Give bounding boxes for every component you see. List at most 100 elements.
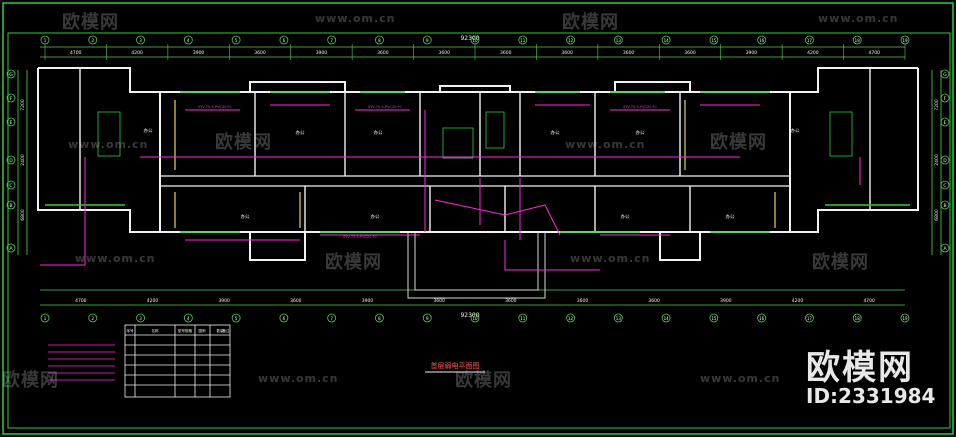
grid-bubble-bottom xyxy=(183,313,193,323)
bottom-dimension-label: 4700 xyxy=(863,298,875,304)
grid-number-top: 17 xyxy=(807,38,813,43)
grid-number-top: 12 xyxy=(568,38,574,43)
grid-number-top: 8 xyxy=(378,38,381,43)
grid-letter-left: D xyxy=(9,158,13,164)
legend-header: 名称 xyxy=(152,328,159,333)
legend-header: 型号规格 xyxy=(178,328,192,333)
room-label: 办公 xyxy=(371,213,380,220)
left-dimension-label: 2400 xyxy=(20,154,26,166)
grid-bubble-bottom xyxy=(709,313,719,323)
bottom-dimension-label: 3600 xyxy=(433,298,445,304)
grid-bubble-top xyxy=(852,35,862,45)
grid-bubble-bottom xyxy=(852,313,862,323)
grid-number-top: 6 xyxy=(283,38,286,43)
grid-bubble-bottom xyxy=(422,313,432,323)
grid-bubble-bottom xyxy=(40,313,50,323)
grid-number-top: 15 xyxy=(711,38,717,43)
grid-bubble-right xyxy=(940,200,950,210)
legend-table xyxy=(124,324,231,398)
grid-letter-left: G xyxy=(9,72,13,78)
room-labels: 办公办公办公办公办公办公办公办公办公办公 xyxy=(144,127,800,220)
room-label: 办公 xyxy=(296,129,305,136)
bottom-dimension-label: 3900 xyxy=(362,298,374,304)
grid-letter-left: C xyxy=(9,183,12,189)
cable-runs xyxy=(40,104,861,271)
grid-number-bottom: 14 xyxy=(664,316,670,321)
grid-number-top: 3 xyxy=(139,38,142,43)
grid-bubble-right xyxy=(940,243,950,253)
brand-id: ID:2331984 xyxy=(806,384,936,408)
grid-bubble-bottom xyxy=(88,313,98,323)
legend-lines xyxy=(48,344,115,381)
grid-letter-right: A xyxy=(943,246,947,252)
grid-number-top: 18 xyxy=(855,38,861,43)
grid-number-top: 19 xyxy=(902,38,908,43)
grid-number-top: 16 xyxy=(759,38,765,43)
grid-number-top: 14 xyxy=(664,38,670,43)
bottom-dimension-label: 4700 xyxy=(75,298,87,304)
room-label: 办公 xyxy=(241,213,250,220)
room-label: 办公 xyxy=(791,127,800,134)
grid-bubble-top xyxy=(470,35,480,45)
bottom-dimension-label: 3900 xyxy=(720,298,732,304)
grid-bubble-top xyxy=(709,35,719,45)
grid-bubble-top xyxy=(518,35,528,45)
top-dimension-label: 3900 xyxy=(193,50,205,56)
grid-bubble-bottom xyxy=(136,313,145,323)
grid-number-bottom: 6 xyxy=(283,316,286,321)
grid-number-bottom: 8 xyxy=(378,316,381,321)
grid-bubble-left xyxy=(6,155,16,165)
grid-letter-right: G xyxy=(943,72,947,78)
legend-header: 备注 xyxy=(223,328,230,333)
grid-number-top: 5 xyxy=(235,38,238,43)
grid-bubble-top xyxy=(566,35,575,45)
grid-number-top: 11 xyxy=(520,38,526,43)
grid-number-bottom: 5 xyxy=(235,316,238,321)
grid-letter-right: F xyxy=(944,96,947,102)
cable-label: SYV-75-5-PVC20 FC xyxy=(343,235,378,239)
grid-letter-left: B xyxy=(9,203,12,209)
grid-bubble-top xyxy=(422,35,432,45)
right-dimension-label: 6800 xyxy=(934,209,940,221)
bottom-dimension-label: 3900 xyxy=(218,298,230,304)
top-dimension-label: 3600 xyxy=(439,50,451,56)
top-dimension-label: 3600 xyxy=(377,50,389,56)
grid-letter-right: D xyxy=(943,158,947,164)
grid-number-bottom: 9 xyxy=(426,316,429,321)
top-dimension-label: 3600 xyxy=(254,50,266,56)
grid-bubble-right xyxy=(940,155,950,165)
top-dimension-label: 4200 xyxy=(807,50,819,56)
grid-letter-right: E xyxy=(944,120,947,126)
grid-bubble-top xyxy=(327,35,337,45)
grid-letter-left: F xyxy=(10,96,13,102)
grid-number-bottom: 15 xyxy=(711,316,717,321)
legend-header: 数量 xyxy=(217,328,224,333)
grid-bubble-bottom xyxy=(327,313,337,323)
top-dimension-label: 3900 xyxy=(316,50,328,56)
grid-bubble-bottom xyxy=(518,313,528,323)
left-dimension-label: 6800 xyxy=(20,209,26,221)
grid-letter-right: B xyxy=(943,203,946,209)
grid-bubble-bottom xyxy=(279,313,289,323)
right-dimension-label: 2400 xyxy=(934,154,940,166)
grid-bubble-left xyxy=(6,117,16,127)
grid-bubble-left xyxy=(6,243,16,253)
left-dimension-label: 7200 xyxy=(20,99,26,111)
inner-frame xyxy=(7,32,951,429)
grid-letter-left: A xyxy=(9,246,13,252)
grid-bubble-top xyxy=(661,35,671,45)
plan-title: 首层弱电平面图 xyxy=(431,361,480,370)
bottom-dimension-label: 4200 xyxy=(792,298,804,304)
grid-number-bottom: 17 xyxy=(807,316,813,321)
grid-bubble-top xyxy=(805,35,814,45)
top-dimension-label: 4700 xyxy=(70,50,82,56)
legend-header: 序号 xyxy=(127,328,134,333)
grid-number-top: 13 xyxy=(616,38,622,43)
grid-bubble-bottom xyxy=(375,313,384,323)
grid-number-bottom: 1 xyxy=(44,316,47,321)
top-dimension-label: 3600 xyxy=(684,50,696,56)
room-label: 办公 xyxy=(551,129,560,136)
